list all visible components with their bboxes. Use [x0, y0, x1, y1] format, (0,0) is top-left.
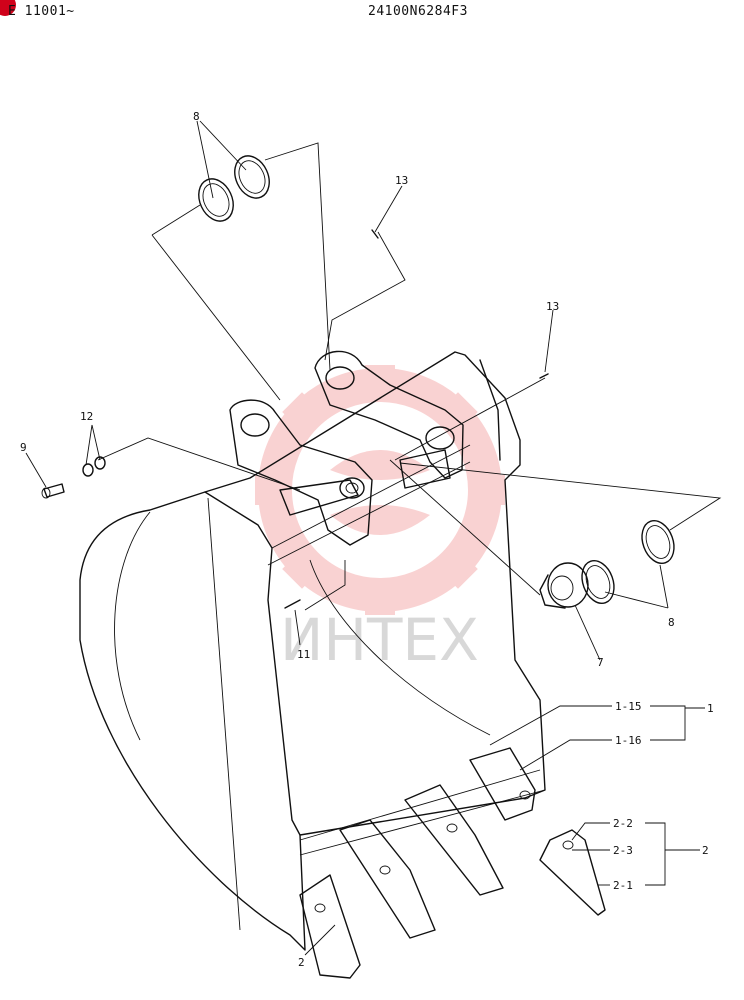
callout-1-16: 1-16: [615, 734, 642, 747]
callout-2-1: 2-1: [613, 879, 633, 892]
watermark-text: ИНТЕХ: [280, 606, 479, 674]
callout-8-right: 8: [668, 616, 675, 629]
callout-7: 7: [597, 656, 604, 669]
callout-2-group: 2: [702, 844, 709, 857]
callout-13-top: 13: [395, 174, 408, 187]
snap-rings-right: [581, 519, 675, 605]
red-corner-mark: [0, 0, 16, 16]
callout-13-right: 13: [546, 300, 559, 313]
callout-labels: 8 13 13 12 9 11 7 8 1-15 1-16 1 2-2 2-3 …: [20, 110, 714, 969]
bushing: [539, 562, 589, 609]
pin-11: [284, 599, 301, 609]
callout-1: 1: [707, 702, 714, 715]
pins-13: [371, 229, 549, 379]
callout-2-bottom: 2: [298, 956, 305, 969]
serial-range: E 11001~: [8, 4, 75, 19]
bucket-teeth: [299, 747, 536, 979]
bolt: [41, 483, 65, 499]
callout-8-top: 8: [193, 110, 200, 123]
callout-11: 11: [297, 648, 310, 661]
callout-12: 12: [80, 410, 93, 423]
callout-2-3: 2-3: [613, 844, 633, 857]
part-number: 24100N6284F3: [368, 4, 468, 19]
snap-rings-top: [198, 155, 270, 222]
callout-2-2: 2-2: [613, 817, 633, 830]
watermark-gear-logo: [255, 365, 505, 615]
callout-9: 9: [20, 441, 27, 454]
tooth-assembly-detail: [539, 829, 606, 916]
pin-boss-right: [314, 350, 464, 479]
nuts: [82, 456, 106, 477]
callout-1-15: 1-15: [615, 700, 642, 713]
leader-lines: [25, 120, 722, 956]
pin-shaft: [279, 449, 451, 516]
